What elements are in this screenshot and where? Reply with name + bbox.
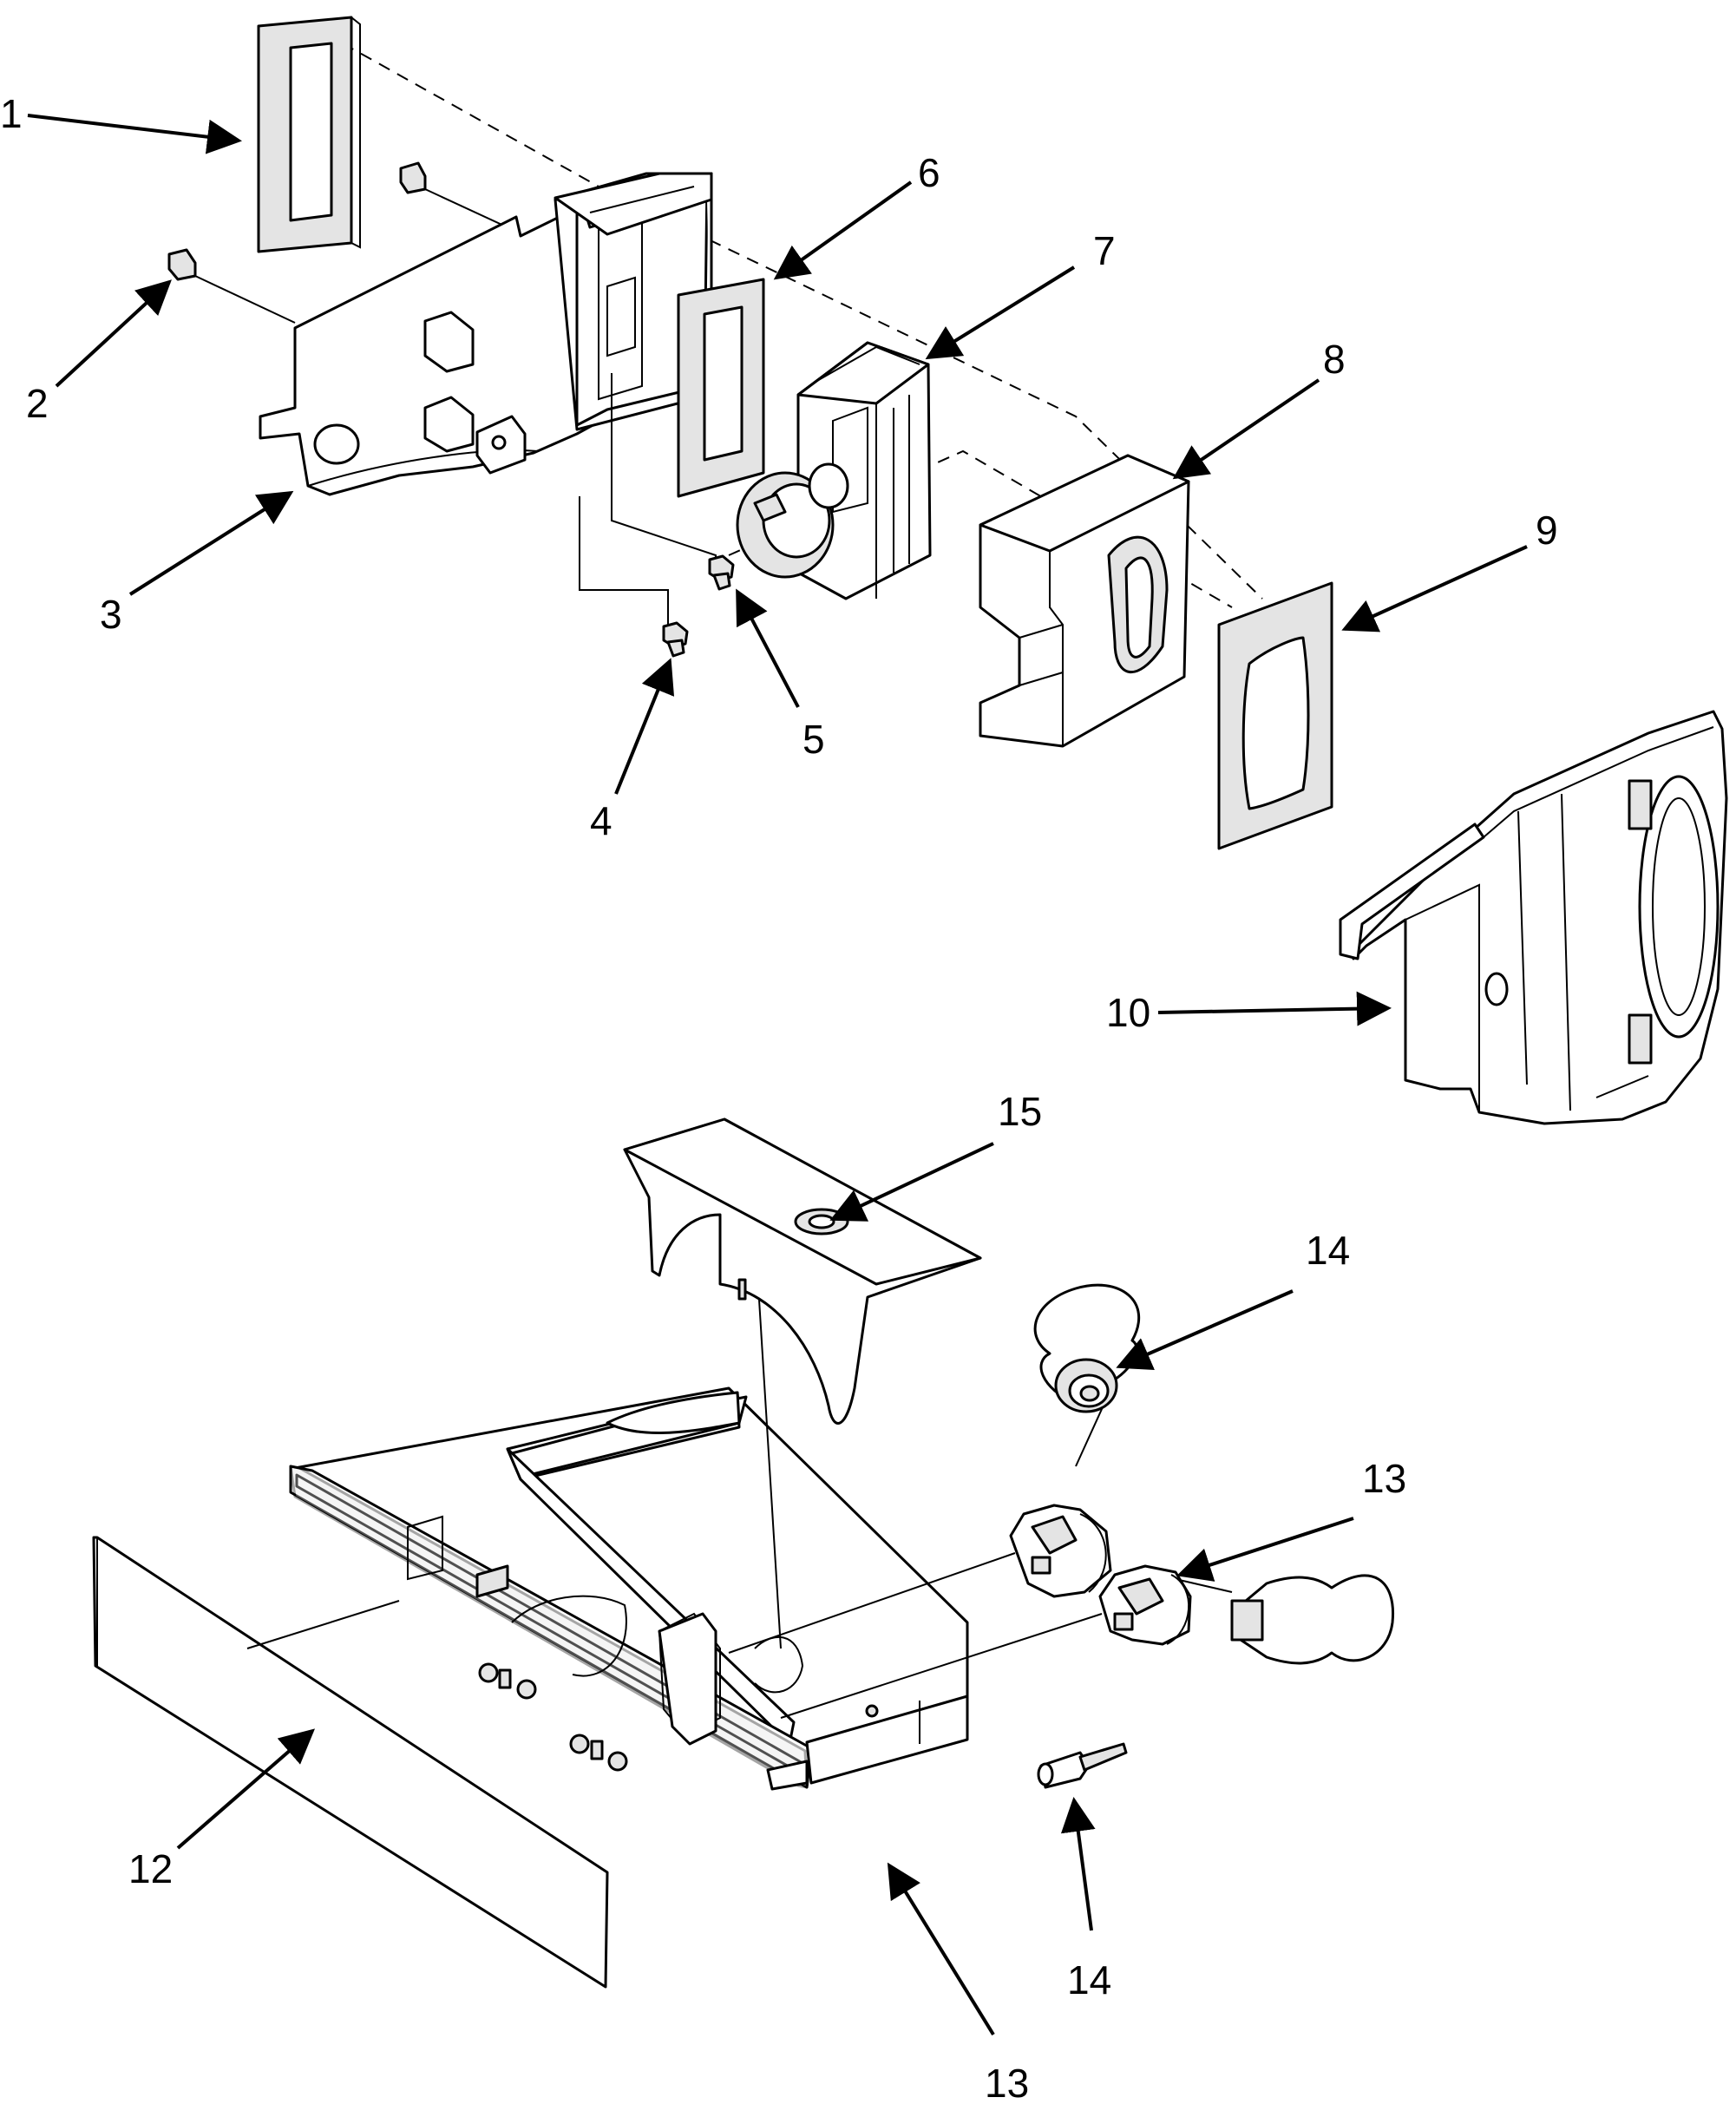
- lens-leader-line: [246, 1600, 400, 1649]
- part-5-screw: [708, 554, 735, 591]
- bracket-leader-line: [758, 1299, 782, 1649]
- part-6-seal-frame: [677, 278, 765, 498]
- part-13-socket-lower: [1098, 1564, 1192, 1646]
- callout-3: 3: [100, 592, 122, 637]
- part-13-socket-upper: [1009, 1504, 1112, 1598]
- socket-leader-lines: [728, 1370, 1233, 1719]
- part-14-bulb-right: [1230, 1574, 1395, 1665]
- callout-12: 12: [128, 1846, 173, 1891]
- callout-8: 8: [1323, 337, 1346, 382]
- callout-14-lower: 14: [1067, 1957, 1111, 2002]
- part-8-chute: [979, 454, 1190, 748]
- callout-2: 2: [26, 381, 49, 426]
- part-12-lens: [92, 1536, 609, 1989]
- part-4-screw: [662, 621, 689, 658]
- callout-15: 15: [998, 1089, 1042, 1134]
- part-1-frame-seal: [257, 16, 361, 253]
- part-14-wedge-bulb: [1037, 1742, 1128, 1789]
- callout-7: 7: [1093, 228, 1116, 273]
- callout-13-upper: 13: [1362, 1456, 1406, 1501]
- part-13-light-housing: [289, 1386, 969, 1791]
- callout-4: 4: [590, 798, 613, 843]
- part-10-dispenser-cover: [1339, 710, 1728, 1125]
- callout-10: 10: [1106, 990, 1150, 1035]
- callout-1: 1: [0, 91, 23, 136]
- callout-6: 6: [918, 150, 940, 195]
- part-7-auger-motor: [736, 341, 932, 600]
- callout-labels: 1 2 3 4 5 6 7 8 9 10 12 13 13 14 14 15: [0, 91, 1558, 2104]
- callout-9: 9: [1536, 508, 1558, 553]
- callout-13-lower: 13: [985, 2061, 1029, 2104]
- part-2-clip: [167, 161, 508, 324]
- part-15-light-cover: [623, 1118, 982, 1425]
- callout-14-upper: 14: [1306, 1228, 1350, 1273]
- part-9-gasket: [1217, 581, 1333, 850]
- part-3-dispenser-housing: [259, 172, 713, 496]
- alignment-line-upper: [342, 43, 1263, 600]
- callout-arrows: [27, 114, 1528, 2036]
- part-14-bulb-upper: [1033, 1283, 1141, 1413]
- callout-5: 5: [802, 717, 825, 762]
